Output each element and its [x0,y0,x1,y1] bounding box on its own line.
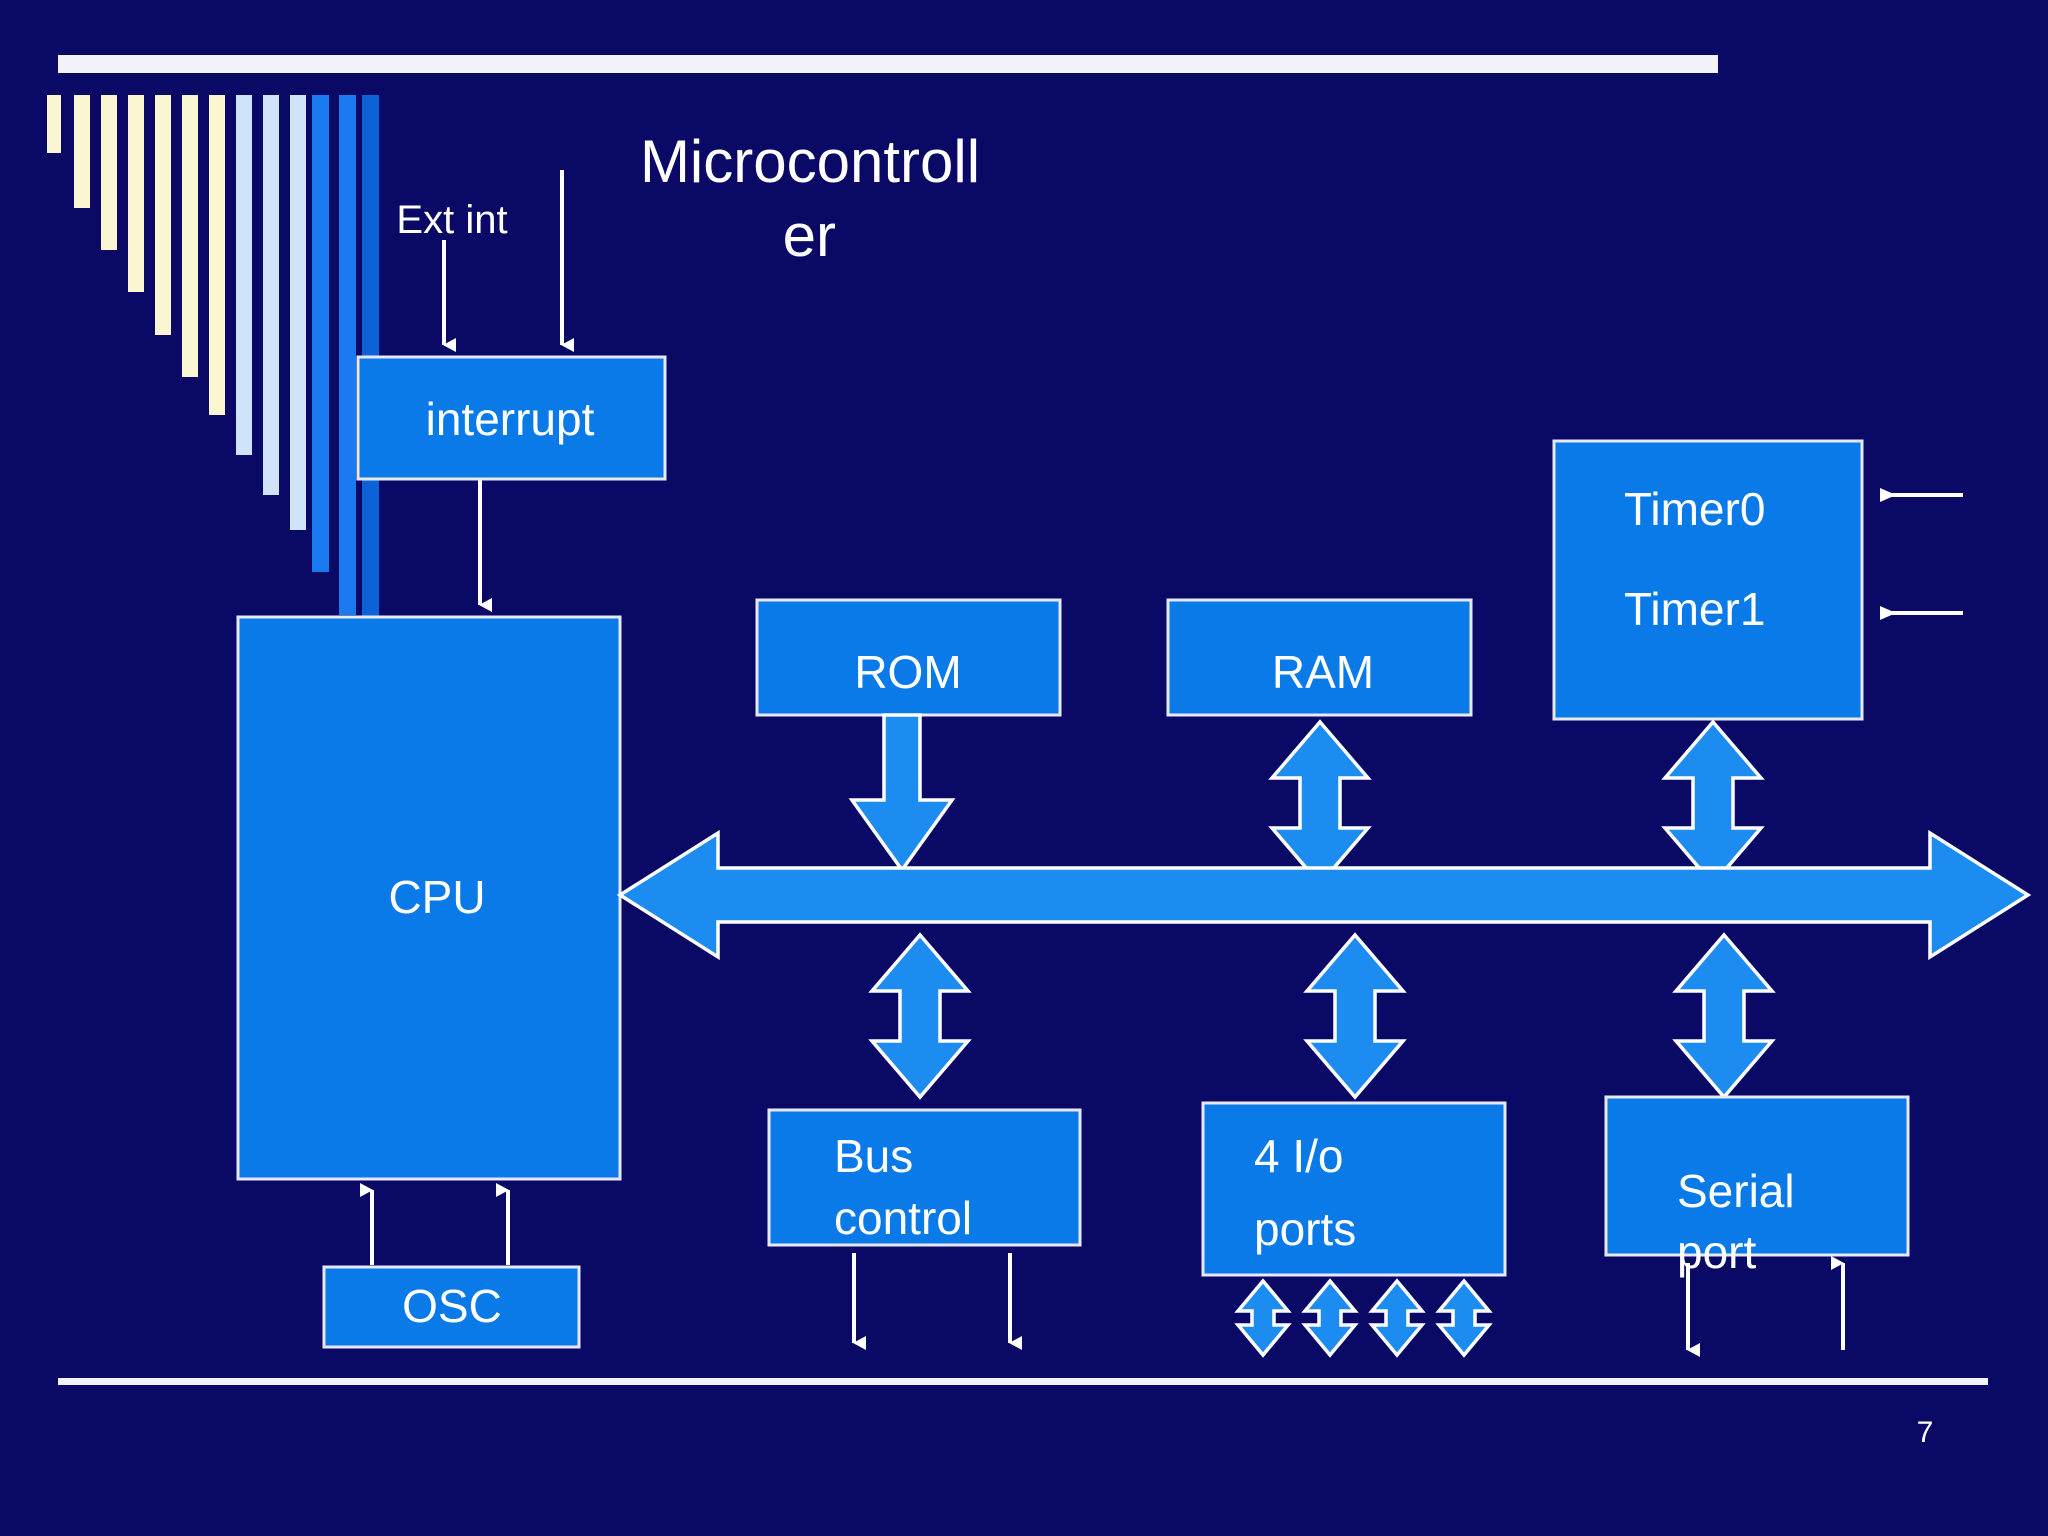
io-port-arrow-4 [1435,1278,1493,1358]
bus-to-ioports-arrow [1303,932,1407,1100]
io-ports-label-line1: 4 I/o [1254,1130,1344,1182]
page-title-line1: Microcontroll [640,128,980,195]
block-interrupt[interactable] [356,355,667,481]
io-port-arrow-3 [1368,1278,1426,1358]
decorative-bars [47,95,379,658]
page-number: 7 [1917,1416,1934,1449]
interrupt-label: interrupt [426,393,595,445]
serial-port-label-line1: Serial [1677,1165,1795,1217]
bus-control-label-line1: Bus [834,1130,913,1182]
bottom-rule [58,1378,1988,1385]
rom-to-bus-arrow [848,713,956,874]
block-ram[interactable] [1166,598,1473,717]
serial-port-label-line2: port [1677,1226,1756,1278]
block-serial-port[interactable] [1604,1095,1910,1257]
ram-label: RAM [1272,646,1374,698]
timer0-label: Timer0 [1624,483,1765,535]
rom-label: ROM [854,646,961,698]
osc-label: OSC [402,1280,502,1332]
top-rule [58,55,1718,73]
bus-to-buscontrol-arrow [868,932,972,1100]
io-port-arrow-2 [1301,1278,1359,1358]
block-cpu[interactable] [236,615,622,1181]
timer1-label: Timer1 [1624,583,1765,635]
block-rom[interactable] [755,598,1062,717]
page-title-line2: er [783,202,836,269]
io-ports-label-line2: ports [1254,1203,1356,1255]
ext-int-label: Ext int [396,198,507,242]
block-bus-control[interactable] [767,1108,1082,1247]
block-osc[interactable] [322,1265,581,1349]
block-timer[interactable] [1552,439,1864,721]
timer-to-bus-arrow [1661,719,1765,887]
block-io-ports[interactable] [1201,1101,1507,1277]
system-bus [616,829,2032,961]
bus-to-serial-arrow [1672,932,1776,1100]
ram-to-bus-arrow [1268,719,1372,887]
bus-control-label-line2: control [834,1192,972,1244]
cpu-label: CPU [388,871,485,923]
io-port-arrow-1 [1234,1278,1292,1358]
